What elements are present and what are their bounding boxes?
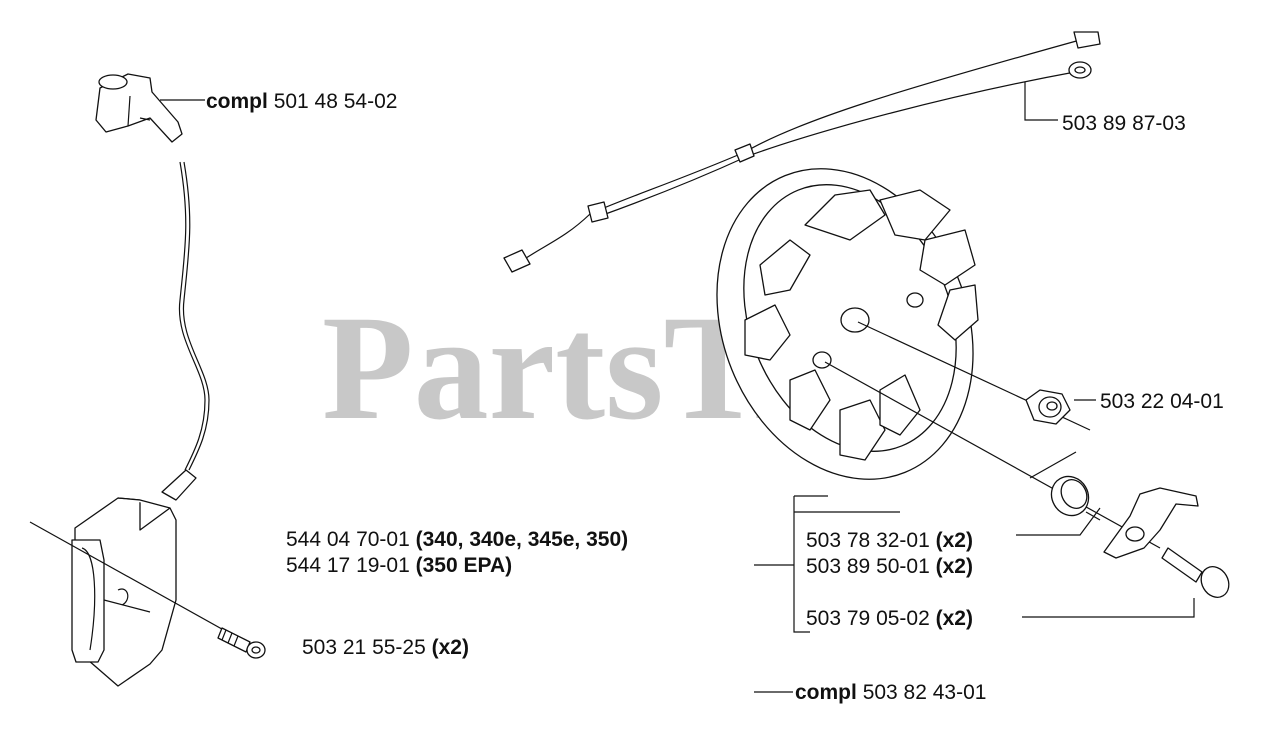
label-cable: 503 89 87-03 (1062, 112, 1186, 135)
label-pawl: 503 89 50-01 (x2) (806, 555, 973, 578)
nut-icon[interactable] (1025, 389, 1071, 425)
label-spark-cap: compl 501 48 54-02 (206, 90, 397, 113)
axis-line-pawl (824, 361, 1161, 549)
leader-spring (1016, 507, 1101, 536)
screw-icon[interactable] (217, 627, 266, 659)
spark-plug-cap-icon[interactable] (95, 73, 183, 143)
label-nut: 503 22 04-01 (1100, 390, 1224, 413)
leader-cable (1024, 82, 1058, 121)
pin-icon[interactable] (1161, 547, 1234, 602)
label-flywheel: compl 503 82 43-01 (795, 681, 986, 704)
spring-icon[interactable] (1029, 451, 1101, 522)
leader-pin (1022, 598, 1195, 618)
label-pin: 503 79 05-02 (x2) (806, 607, 973, 630)
ignition-module-icon[interactable] (71, 469, 197, 687)
label-screw: 503 21 55-25 (x2) (302, 636, 469, 659)
flywheel-icon[interactable] (672, 130, 1018, 518)
axis-line-screw (29, 521, 239, 639)
pawl-icon[interactable] (1103, 487, 1199, 559)
ht-lead (178, 161, 206, 471)
label-spring: 503 78 32-01 (x2) (806, 529, 973, 552)
bracket-lines (754, 495, 900, 633)
label-module-b: 544 17 19-01 (350 EPA) (286, 554, 512, 577)
cable-harness-icon[interactable] (503, 31, 1101, 273)
label-module-a: 544 04 70-01 (340, 340e, 345e, 350) (286, 528, 628, 551)
